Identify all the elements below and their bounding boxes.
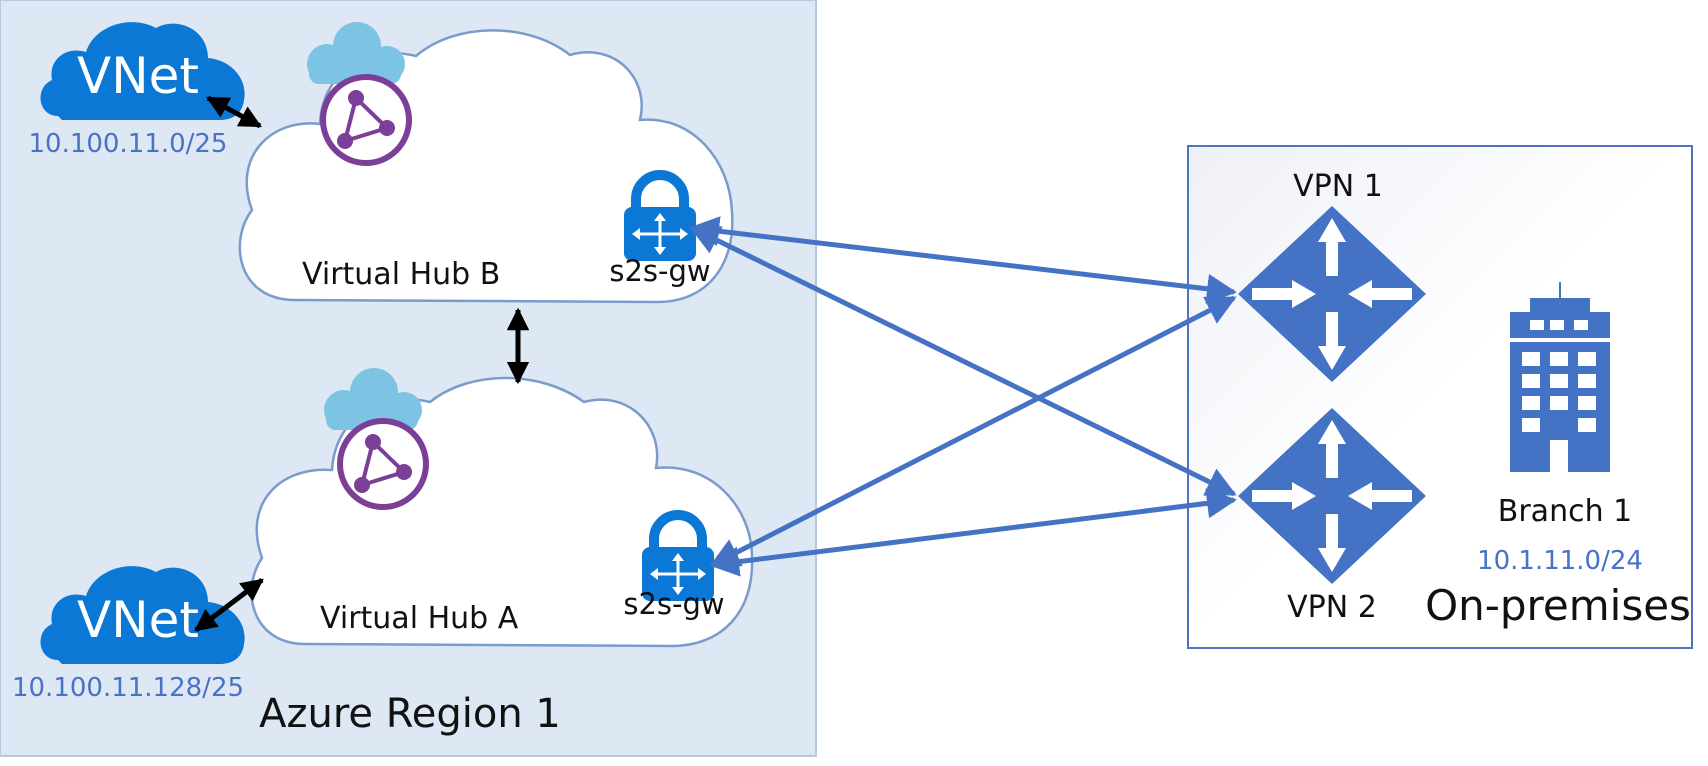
hub-a-label: Virtual Hub A bbox=[320, 601, 519, 636]
vnet-bottom-hub-a-link bbox=[194, 578, 264, 632]
region-label: Azure Region 1 bbox=[259, 691, 561, 737]
hub-b-label: Virtual Hub B bbox=[302, 257, 500, 292]
onprem-label: On-premises bbox=[1425, 581, 1691, 630]
vnet-bottom-address: 10.100.11.128/25 bbox=[12, 673, 244, 703]
branch-address: 10.1.11.0/24 bbox=[1477, 546, 1643, 576]
vpn-router-diamond-icon bbox=[1238, 206, 1426, 382]
office-building-icon bbox=[1510, 282, 1610, 472]
virtual-hub-icon bbox=[324, 368, 429, 510]
tunnel-hub-a-vpn2 bbox=[709, 488, 1237, 577]
vnet-bottom-label: VNet bbox=[77, 591, 199, 649]
hub-a-gateway-label: s2s-gw bbox=[623, 587, 724, 621]
vnet-cloud-icon bbox=[40, 566, 245, 664]
hub-b-gateway-label: s2s-gw bbox=[609, 254, 710, 288]
vpn-router-diamond-icon bbox=[1238, 408, 1426, 584]
vpn-gateway-lock-icon bbox=[642, 510, 714, 601]
vpn-gateway-lock-icon bbox=[624, 170, 696, 261]
vnet-top-address: 10.100.11.0/25 bbox=[29, 129, 228, 159]
vnet-top-hub-b-link bbox=[206, 95, 262, 129]
vpn2-label: VPN 2 bbox=[1287, 590, 1377, 625]
vnet-top-label: VNet bbox=[77, 47, 199, 105]
vpn1-label: VPN 1 bbox=[1293, 169, 1383, 204]
vnet-cloud-icon bbox=[40, 22, 245, 120]
branch-label: Branch 1 bbox=[1498, 494, 1632, 529]
virtual-hub-icon bbox=[307, 22, 412, 166]
